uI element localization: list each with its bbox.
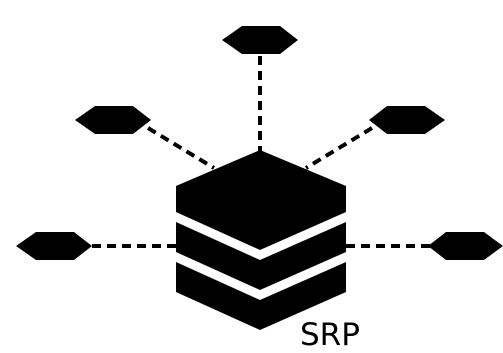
cube-middle-slab: [176, 222, 346, 290]
central-cube-icon: [176, 150, 346, 330]
node-upper-right-icon: [369, 106, 445, 134]
cube-bottom-slab: [176, 262, 346, 330]
connector-upper-right: [304, 126, 374, 170]
node-right-icon: [428, 232, 503, 260]
node-left-icon: [16, 232, 92, 260]
connector-upper-left: [146, 126, 216, 170]
cube-top-slab: [176, 150, 346, 250]
node-upper-left-icon: [75, 106, 151, 134]
node-top-icon: [222, 26, 298, 54]
connectors: [92, 56, 430, 248]
diagram-label: SRP: [300, 317, 360, 353]
satellite-nodes: [16, 26, 503, 260]
